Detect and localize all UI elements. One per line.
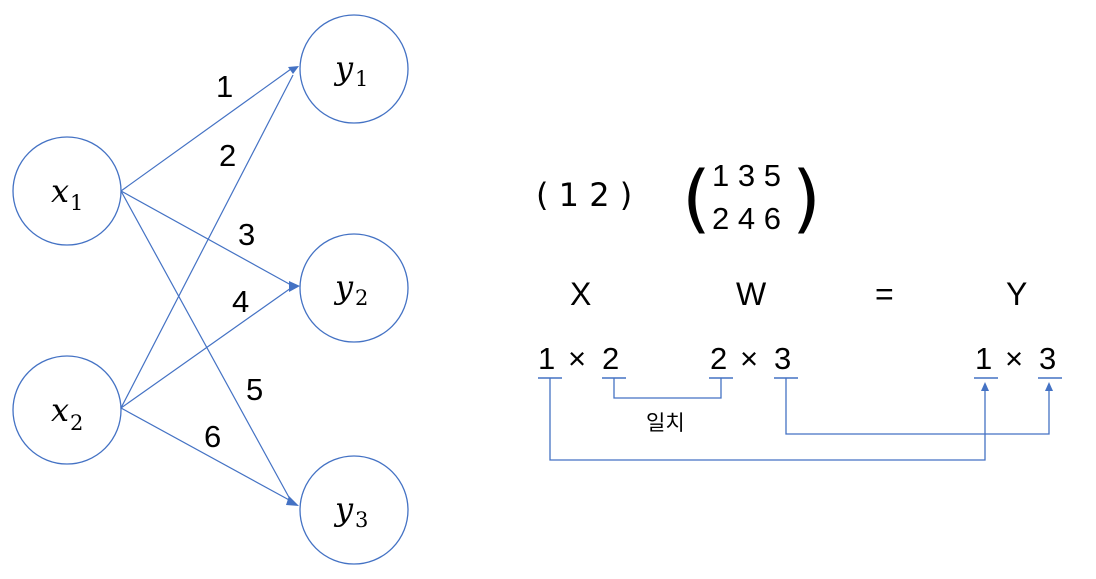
matrix-right-paren: ) bbox=[792, 156, 821, 242]
input-node-x2: x 2 bbox=[12, 355, 122, 465]
output-node-y2-sub: 2 bbox=[355, 286, 368, 310]
output-node-y1-var: y bbox=[333, 49, 354, 87]
output-node-y1-sub: 1 bbox=[355, 67, 368, 91]
w-times: × bbox=[740, 341, 758, 376]
edge-x2-y2 bbox=[120, 287, 292, 409]
w-rows: 2 bbox=[710, 341, 727, 376]
edge-x1-y1 bbox=[120, 68, 292, 192]
input-node-x1-var: x bbox=[51, 172, 69, 210]
weight-matrix-w: ( 1 3 5 2 4 6 ) bbox=[682, 156, 821, 242]
w-cols: 3 bbox=[774, 341, 791, 376]
y-times: × bbox=[1005, 341, 1023, 376]
input-node-x2-var: x bbox=[51, 391, 69, 429]
arrowhead-y2 bbox=[289, 281, 300, 292]
matrix-left-paren: ( bbox=[682, 156, 711, 242]
row-vector-x: ( 1 2 ) bbox=[536, 176, 632, 214]
output-node-y3: y 3 bbox=[299, 455, 409, 565]
weight-label-4: 4 bbox=[232, 284, 249, 319]
arrowhead-y3 bbox=[286, 496, 299, 506]
x-cols: 2 bbox=[602, 341, 619, 376]
weight-label-1: 1 bbox=[216, 69, 233, 104]
weight-label-2: 2 bbox=[219, 138, 236, 173]
edge-x2-y3 bbox=[120, 407, 292, 502]
input-node-x1-sub: 1 bbox=[70, 191, 83, 215]
y-cols: 3 bbox=[1039, 341, 1056, 376]
weight-label-6: 6 bbox=[204, 419, 221, 454]
arrowhead-y1 bbox=[288, 66, 299, 74]
input-node-x1: x 1 bbox=[12, 136, 122, 246]
output-node-y2: y 2 bbox=[299, 233, 409, 343]
w-dimensions: 2 × 3 bbox=[710, 341, 791, 376]
network-edges bbox=[120, 66, 300, 506]
connector-w-cols-to-y-cols bbox=[785, 378, 1050, 435]
edge-x1-y3 bbox=[120, 190, 292, 502]
arrowhead-y-rows bbox=[981, 382, 989, 391]
matrix-row-2: 2 4 6 bbox=[712, 201, 781, 236]
output-node-y2-var: y bbox=[333, 268, 354, 306]
y-rows: 1 bbox=[975, 341, 992, 376]
x-dimensions: 1 × 2 bbox=[538, 341, 619, 376]
x-times: × bbox=[568, 341, 586, 376]
edge-x2-y1 bbox=[120, 74, 294, 409]
label-equals: = bbox=[875, 276, 894, 312]
input-node-x2-sub: 2 bbox=[70, 411, 83, 435]
output-node-y3-sub: 3 bbox=[355, 508, 368, 532]
label-y: Y bbox=[1006, 276, 1027, 312]
x-rows: 1 bbox=[538, 341, 555, 376]
output-node-y3-var: y bbox=[333, 490, 354, 528]
match-label: 일치 bbox=[646, 411, 685, 435]
weight-label-5: 5 bbox=[246, 372, 263, 407]
connector-inner-match bbox=[613, 378, 722, 399]
label-w: W bbox=[736, 276, 767, 312]
output-node-y1: y 1 bbox=[299, 14, 409, 124]
matrix-row-1: 1 3 5 bbox=[712, 158, 781, 193]
connector-x-rows-to-y-rows bbox=[549, 378, 986, 461]
y-dimensions: 1 × 3 bbox=[975, 341, 1056, 376]
label-x: X bbox=[570, 276, 591, 312]
arrowhead-y-cols bbox=[1045, 382, 1053, 391]
edge-x1-y2 bbox=[120, 190, 292, 286]
weight-label-3: 3 bbox=[238, 217, 255, 252]
